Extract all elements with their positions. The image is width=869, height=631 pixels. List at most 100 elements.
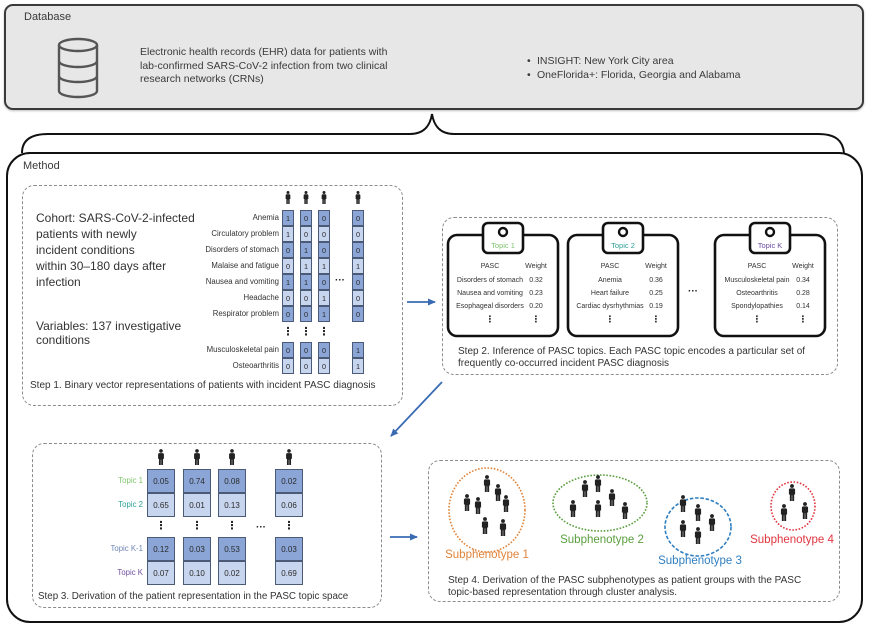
person-icon xyxy=(801,502,809,519)
binary-cell: 0 xyxy=(318,210,330,226)
condition-label: Respirator problem xyxy=(212,309,279,318)
person-icon xyxy=(158,449,164,465)
condition-label: Disorders of stomach xyxy=(205,245,279,254)
topic-weight-cell: 0.05 xyxy=(147,469,175,493)
pasc-condition: Nausea and vomiting xyxy=(457,290,523,297)
topic-weight-cell: 0.06 xyxy=(275,493,303,517)
topic-label: Topic K xyxy=(757,241,783,250)
pasc-condition: Disorders of stomach xyxy=(456,277,524,284)
topic-weight-cell: 0.03 xyxy=(275,537,303,561)
curly-brace xyxy=(21,113,845,154)
person-icon xyxy=(788,484,796,501)
binary-cell: 0 xyxy=(282,358,294,374)
person-icon xyxy=(481,517,489,534)
person-icon xyxy=(708,514,716,531)
vertical-ellipsis-icon: ⋮ xyxy=(155,520,167,532)
cohort-line: within 30–180 days after xyxy=(36,259,167,273)
data-source-label: INSIGHT: New York City area xyxy=(537,55,674,67)
description-line: lab-confirmed SARS-CoV-2 infection from … xyxy=(140,59,388,72)
binary-cell: 0 xyxy=(300,226,312,242)
pasc-weight: 0.20 xyxy=(529,303,543,310)
cohort-description: Cohort: SARS-CoV-2-infected patients wit… xyxy=(36,210,195,290)
cohort-line: patients with newly xyxy=(36,227,137,241)
weight-column-header: Weight xyxy=(792,263,814,270)
topic-weight-cell: 0.02 xyxy=(275,469,303,493)
database-icon xyxy=(57,37,99,99)
pasc-condition: Cardiac dysrhythmias xyxy=(576,303,644,310)
topic-label: Topic K xyxy=(117,568,143,577)
condition-label: Anemia xyxy=(252,213,279,222)
condition-label: Musculoskeletal pain xyxy=(206,345,279,354)
topic-weight-cell: 0.53 xyxy=(218,537,246,561)
binary-cell: 1 xyxy=(318,306,330,322)
binary-cell: 0 xyxy=(282,342,294,358)
pasc-condition: Musculoskeletal pain xyxy=(724,277,790,284)
cohort-line: incident conditions xyxy=(36,243,135,257)
person-icon xyxy=(694,504,702,521)
binary-cell: 0 xyxy=(300,342,312,358)
step4-caption: Step 4. Derivation of the PASC subphenot… xyxy=(448,575,801,598)
cohort-line: infection xyxy=(36,275,81,289)
binary-cell: 0 xyxy=(282,290,294,306)
binary-cell: 0 xyxy=(282,242,294,258)
description-line: Electronic health records (EHR) data for… xyxy=(140,46,388,58)
topic-weight-cell: 0.13 xyxy=(218,493,246,517)
pasc-weight: 0.32 xyxy=(529,277,543,284)
binary-cell: 0 xyxy=(300,358,312,374)
step2-caption: Step 2. Inference of PASC topics. Each P… xyxy=(458,346,805,370)
binary-cell: 1 xyxy=(300,242,312,258)
person-icon xyxy=(321,191,327,204)
person-icon xyxy=(494,484,502,501)
binary-cell: 1 xyxy=(352,258,364,274)
binary-cell: 0 xyxy=(318,274,330,290)
clipboard-icon xyxy=(446,221,560,338)
binary-cell: 0 xyxy=(318,242,330,258)
vertical-ellipsis-icon: ⋮ xyxy=(531,314,541,324)
binary-cell: 1 xyxy=(282,210,294,226)
vertical-ellipsis-icon: ⋮ xyxy=(191,520,203,532)
description-line: research networks (CRNs) xyxy=(140,73,264,85)
topic-label: Topic K-1 xyxy=(110,544,143,553)
binary-cell: 0 xyxy=(318,342,330,358)
pasc-weight: 0.28 xyxy=(796,290,810,297)
method-title: Method xyxy=(23,160,60,172)
binary-cell: 0 xyxy=(300,210,312,226)
topic-weight-cell: 0.12 xyxy=(147,537,175,561)
subphenotype-label: Subphenotype 4 xyxy=(750,534,834,546)
topic-weight-cell: 0.10 xyxy=(183,561,211,585)
binary-cell: 0 xyxy=(318,226,330,242)
topic-weight-cell: 0.65 xyxy=(147,493,175,517)
weight-column-header: Weight xyxy=(645,263,667,270)
vertical-ellipsis-icon: ⋮ xyxy=(651,314,661,324)
vertical-ellipsis-icon: ⋮ xyxy=(300,326,312,338)
topic-label: Topic 1 xyxy=(118,476,143,485)
data-source-list: •INSIGHT: New York City area • OneFlorida… xyxy=(527,54,740,82)
caption-line: Step 4. Derivation of the PASC subphenot… xyxy=(448,575,802,586)
bullet-icon: • xyxy=(527,69,531,81)
vertical-ellipsis-icon: ⋮ xyxy=(226,520,238,532)
step1-caption: Step 1. Binary vector representations of… xyxy=(30,380,376,391)
variables-description: Variables: 137 investigative conditions xyxy=(36,319,181,347)
topic-weight-cell: 0.02 xyxy=(218,561,246,585)
binary-cell: 1 xyxy=(300,258,312,274)
variables-line: conditions xyxy=(36,333,91,347)
variables-line: Variables: 137 investigative xyxy=(36,319,182,333)
binary-cell: 1 xyxy=(318,258,330,274)
topic-weight-cell: 0.03 xyxy=(183,537,211,561)
caption-line: Step 2. Inference of PASC topics. Each P… xyxy=(458,346,806,357)
pasc-weight: 0.14 xyxy=(796,303,810,310)
horizontal-ellipsis-icon: ··· xyxy=(256,522,266,533)
binary-cell: 0 xyxy=(352,242,364,258)
data-source-item: •INSIGHT: New York City area xyxy=(527,54,740,68)
step4-box xyxy=(428,460,840,602)
person-icon xyxy=(581,480,589,497)
binary-cell: 1 xyxy=(352,358,364,374)
subphenotype-label: Subphenotype 2 xyxy=(560,534,644,546)
person-icon xyxy=(621,502,629,519)
binary-cell: 0 xyxy=(352,210,364,226)
pasc-weight: 0.19 xyxy=(649,303,663,310)
step2-box xyxy=(442,217,838,375)
data-source-label: OneFlorida+: Florida, Georgia and Alabam… xyxy=(537,69,741,81)
horizontal-ellipsis-icon: ··· xyxy=(688,286,698,297)
